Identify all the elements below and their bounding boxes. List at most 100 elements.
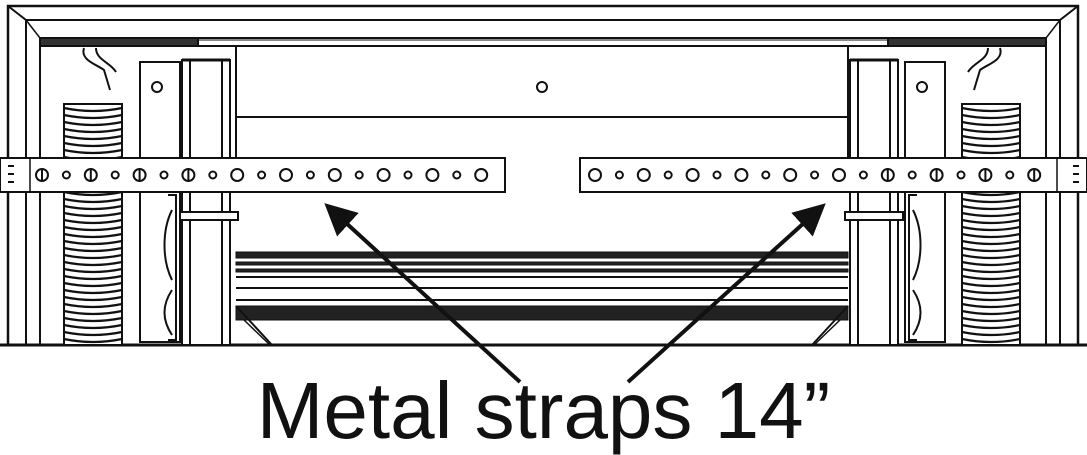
- strap-hole: [636, 168, 651, 182]
- spring-coil: [63, 309, 123, 316]
- spring-coil: [961, 141, 1021, 148]
- spring-coil: [63, 134, 123, 141]
- spring-coil: [961, 274, 1021, 281]
- spring-coil: [63, 225, 123, 232]
- strap-hole: [376, 168, 391, 182]
- strap-hole: [832, 168, 846, 182]
- spring-coil: [961, 197, 1021, 204]
- spring-coil: [63, 148, 123, 155]
- strap-hole: [279, 168, 293, 182]
- spring-coil: [63, 246, 123, 253]
- strap-hole: [858, 170, 868, 180]
- spring-coil: [961, 309, 1021, 316]
- arrow-right: [626, 203, 826, 384]
- spring-coil: [961, 337, 1021, 344]
- strap-hole: [230, 168, 245, 182]
- spring-coil: [63, 267, 123, 274]
- spring-coil: [63, 260, 123, 267]
- spring-coil: [961, 295, 1021, 302]
- caption-label: Metal straps 14”: [256, 366, 831, 455]
- strap-hole: [61, 170, 71, 180]
- spring-body: [63, 103, 123, 346]
- back-panel: [235, 46, 849, 160]
- spring-coil: [63, 197, 123, 204]
- spring-coil: [63, 141, 123, 148]
- strap-hole: [403, 170, 413, 180]
- spring-coil: [961, 267, 1021, 274]
- strap-hole: [685, 168, 700, 182]
- spring-coil: [63, 253, 123, 260]
- strap-hole: [354, 170, 364, 180]
- spring-coil: [961, 211, 1021, 218]
- spring-coil: [63, 127, 123, 134]
- strap-hole: [588, 168, 602, 182]
- spring-coil: [961, 239, 1021, 246]
- spring-coil: [63, 302, 123, 309]
- spring-coil: [961, 316, 1021, 323]
- spring-coil: [63, 323, 123, 330]
- strap-hole: [956, 170, 966, 180]
- left-mechanism: [82, 47, 239, 346]
- strap-hole: [1005, 170, 1015, 180]
- spring-coil: [63, 106, 123, 113]
- spring-coil: [961, 330, 1021, 337]
- spring-coil: [961, 302, 1021, 309]
- strap-hole: [452, 170, 462, 180]
- coil-spring-right: [961, 103, 1021, 346]
- spring-coil: [961, 260, 1021, 267]
- spring-coil: [63, 288, 123, 295]
- strap-hole: [907, 170, 917, 180]
- spring-coil: [961, 246, 1021, 253]
- spring-coil: [63, 330, 123, 337]
- strap-hole: [783, 168, 798, 182]
- spring-body: [961, 103, 1021, 346]
- spring-coil: [63, 218, 123, 225]
- top-rail: [39, 37, 1047, 47]
- spring-coil: [63, 113, 123, 120]
- arrow-left: [324, 203, 522, 384]
- spring-coil: [63, 295, 123, 302]
- spring-coil: [961, 281, 1021, 288]
- spring-coil: [961, 232, 1021, 239]
- spring-coil: [63, 337, 123, 344]
- spring-coil: [961, 204, 1021, 211]
- strap-hole: [663, 170, 673, 180]
- bottom-slats: [235, 251, 849, 346]
- spring-coil: [961, 120, 1021, 127]
- strap-hole: [474, 168, 489, 182]
- spring-coil: [63, 120, 123, 127]
- spring-coil: [63, 281, 123, 288]
- spring-coil: [961, 113, 1021, 120]
- strap-hole: [734, 168, 749, 182]
- strap-hole: [257, 170, 267, 180]
- strap-hole: [305, 170, 315, 180]
- spring-coil: [63, 316, 123, 323]
- spring-coil: [63, 239, 123, 246]
- strap-hole: [712, 170, 722, 180]
- spring-coil: [961, 323, 1021, 330]
- spring-coil: [63, 211, 123, 218]
- right-mechanism: [844, 47, 1002, 346]
- spring-coil: [961, 225, 1021, 232]
- spring-coil: [961, 148, 1021, 155]
- metal-strap-right: [579, 157, 1087, 193]
- strap-hole: [159, 170, 169, 180]
- spring-coil: [961, 106, 1021, 113]
- strap-hole: [761, 170, 771, 180]
- spring-coil: [961, 127, 1021, 134]
- spring-coil: [63, 232, 123, 239]
- spring-coil: [63, 204, 123, 211]
- spring-coil: [961, 253, 1021, 260]
- strap-hole: [614, 170, 624, 180]
- coil-spring-left: [63, 103, 123, 346]
- strap-hole: [110, 170, 120, 180]
- strap-hole: [327, 168, 342, 182]
- spring-coil: [63, 274, 123, 281]
- metal-strap-left: [0, 157, 506, 193]
- strap-hole: [425, 168, 440, 182]
- strap-hole: [810, 170, 820, 180]
- strap-hole: [208, 170, 218, 180]
- spring-coil: [961, 218, 1021, 225]
- spring-coil: [961, 134, 1021, 141]
